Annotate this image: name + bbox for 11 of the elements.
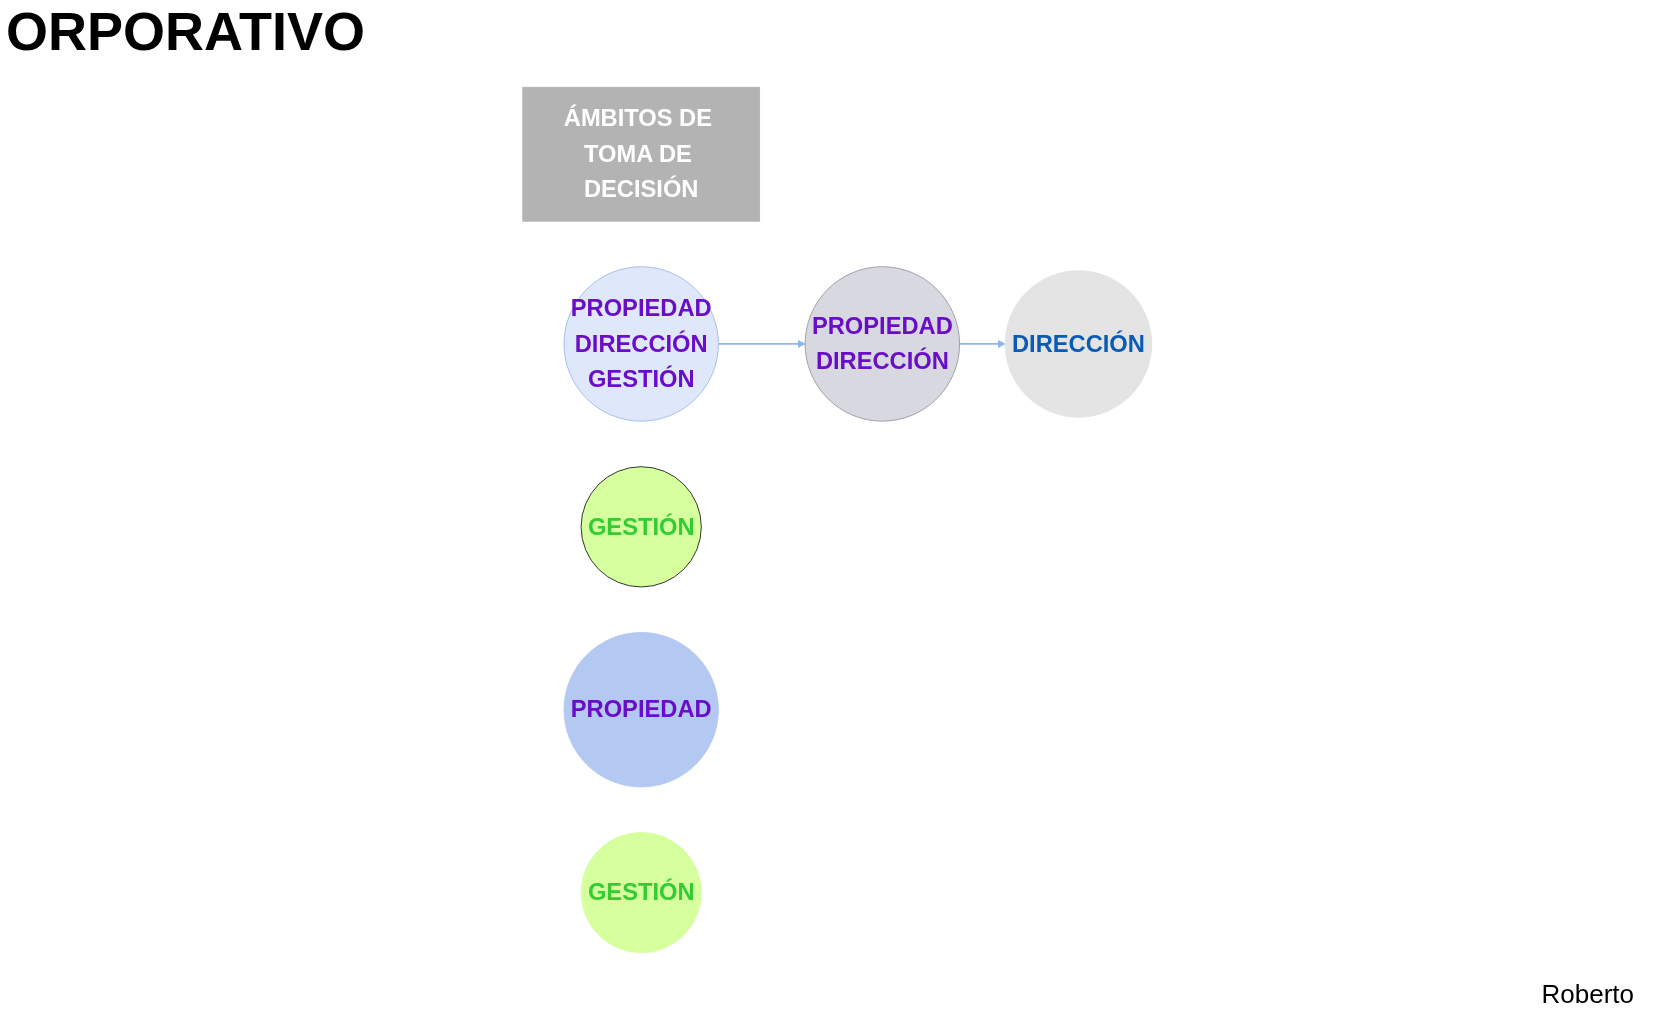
author-note: Roberto bbox=[1541, 979, 1634, 1009]
node-circle: GESTIÓN bbox=[580, 832, 702, 954]
arrow bbox=[717, 339, 806, 348]
node-circle: DIRECCIÓN bbox=[1004, 270, 1152, 418]
node-circle: PROPIEDAD DIRECCIÓN GESTIÓN bbox=[563, 266, 719, 422]
node-circle: PROPIEDAD bbox=[563, 632, 719, 788]
arrow bbox=[958, 339, 1006, 348]
node-circle: GESTIÓN bbox=[580, 466, 702, 588]
node-box: ÁMBITOS DE TOMA DE DECISIÓN bbox=[522, 86, 760, 222]
page-title: ORPORATIVO bbox=[6, 0, 365, 62]
node-circle: PROPIEDAD DIRECCIÓN bbox=[804, 266, 960, 422]
